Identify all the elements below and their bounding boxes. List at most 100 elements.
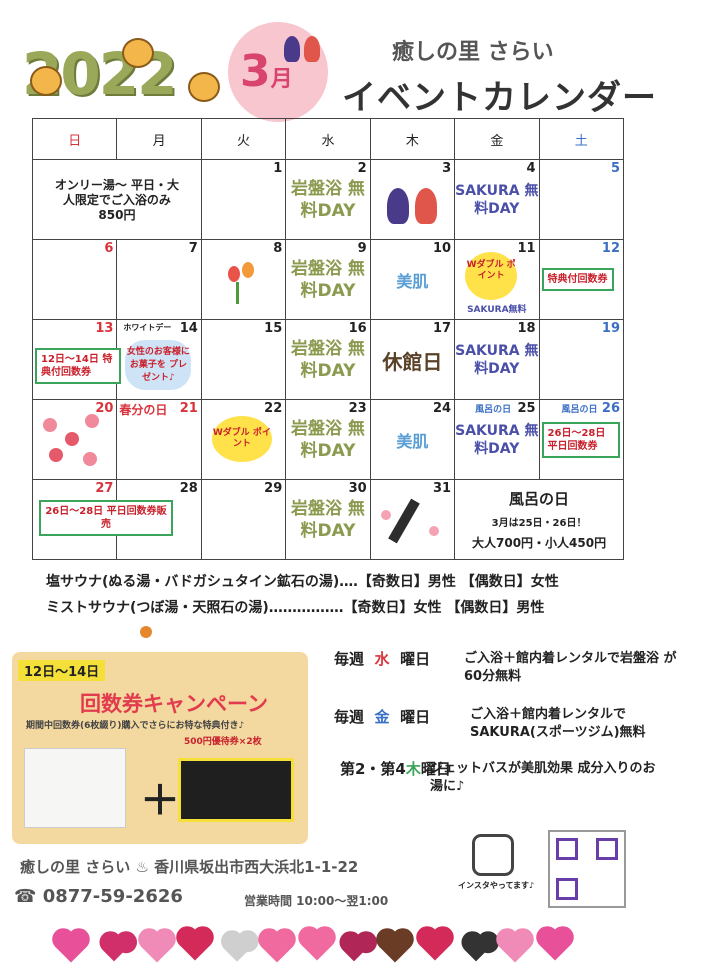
hina-doll-icon xyxy=(304,36,320,62)
day-cell: 15 xyxy=(200,319,287,400)
ganban-free-day: 岩盤浴 無料DAY xyxy=(291,259,365,301)
day-number: 8 xyxy=(273,241,283,256)
sakura-free-day: SAKURA 無料DAY xyxy=(455,343,539,377)
day-number: 27 xyxy=(95,481,114,496)
ganban-free-day: 岩盤浴 無料DAY xyxy=(291,179,365,221)
day-cell: 6 xyxy=(31,239,118,320)
weekday-tue: 火 xyxy=(200,118,287,160)
ticket-image xyxy=(24,748,126,828)
day-number: 28 xyxy=(179,481,198,496)
day-number: 10 xyxy=(433,241,452,256)
salt-sauna-line: 塩サウナ(ぬる湯・バドガシュタイン鉱石の湯)‥‥【奇数日】男性 【偶数日】女性 xyxy=(46,574,559,590)
heart-icon xyxy=(379,931,411,963)
heart-icon xyxy=(342,938,366,962)
day-cell: 春分の日 21 xyxy=(116,399,202,480)
day-number: 12 xyxy=(601,241,620,256)
day-cell: 3 xyxy=(369,159,456,240)
day-cell: 17 休館日 xyxy=(369,319,456,400)
furo-day-title: 風呂の日 xyxy=(509,490,570,508)
day-cell: 22 Wダブル ポイント xyxy=(200,399,287,480)
ganban-free-day: 岩盤浴 無料DAY xyxy=(291,499,365,541)
day-number: 18 xyxy=(517,321,536,336)
plum-blossom-icon xyxy=(83,452,97,466)
tulip-stem xyxy=(235,282,239,304)
qr-finder xyxy=(556,878,578,900)
day-cell: 19 xyxy=(538,319,625,400)
qr-finder xyxy=(596,838,618,860)
weekday-ticket-sale-arrow: 26日～28日 平日回数券販売 xyxy=(39,500,173,536)
facility-address-line: 癒しの里 さらい ♨ 香川県坂出市西大浜北1-1-22 xyxy=(20,856,358,877)
day-cell: 4 SAKURA 無料DAY xyxy=(454,159,540,240)
phone-icon: ☎ xyxy=(14,886,37,907)
mist-sauna-line: ミストサウナ(つぼ湯・天照石の湯)‥‥‥‥‥‥‥‥【奇数日】女性 【偶数日】男性 xyxy=(46,600,545,616)
day-number: 15 xyxy=(264,321,283,336)
weekly-wed-text: ご入浴＋館内着レンタルで岩盤浴 が60分無料 xyxy=(464,651,677,684)
facility-name: 癒しの里 さらい xyxy=(392,40,554,65)
tokuten-ticket-arrow: 特典付回数券 xyxy=(541,268,614,291)
day-cell: 2 岩盤浴 無料DAY xyxy=(285,159,371,240)
plum-blossom-icon xyxy=(65,432,79,446)
day-number: 25 xyxy=(517,401,536,416)
day-number: 24 xyxy=(433,401,452,416)
address: 香川県坂出市西大浜北1-1-22 xyxy=(154,858,359,876)
instagram-icon[interactable] xyxy=(472,834,514,876)
plum-blossom-icon xyxy=(85,414,99,428)
campaign-title: 回数券キャンペーン xyxy=(80,692,268,716)
day-cell: 10 美肌 xyxy=(369,239,456,320)
weekday-fri: 金 xyxy=(454,118,540,160)
footer-facility-name: 癒しの里 さらい xyxy=(20,858,131,876)
sakura-free-label: SAKURA無料 xyxy=(467,305,527,315)
weekday-mon: 月 xyxy=(116,118,202,160)
qr-code[interactable] xyxy=(548,830,626,908)
furo-day-price: 大人700円・小人450円 xyxy=(472,536,607,550)
tiger-icon xyxy=(122,38,154,68)
calendar-week: 6 7 8 9 岩盤浴 無料DAY 10 美肌 11 Wダブル ポイント SAK… xyxy=(31,239,625,320)
day-number: 29 xyxy=(264,481,283,496)
tiger-icon xyxy=(30,66,62,96)
day-cell: 風呂の日 25 SAKURA 無料DAY xyxy=(454,399,540,480)
only-yu-cell: オンリー湯～ 平日・大人限定でご入浴のみ850円 xyxy=(32,159,202,240)
day-number: 9 xyxy=(357,241,367,256)
hina-doll-icon xyxy=(284,36,300,62)
heart-icon xyxy=(55,931,87,963)
business-hours: 営業時間 10:00～翌1:00 xyxy=(244,894,389,908)
day-number: 30 xyxy=(348,481,367,496)
diploma-scroll-icon xyxy=(387,498,420,544)
day-number: 11 xyxy=(517,241,536,256)
day-number: 5 xyxy=(610,161,620,176)
day-number: 6 xyxy=(104,241,114,256)
weekly-thu-text: ジェットバスが美肌効果 成分入りのお湯に♪ xyxy=(430,761,656,794)
hina-doll-icon xyxy=(414,188,437,224)
shunbun-label: 春分の日 xyxy=(119,403,168,417)
heart-icon xyxy=(261,931,293,963)
day-cell: 8 xyxy=(200,239,287,320)
hina-doll-icon xyxy=(386,188,409,224)
day-number: 13 xyxy=(95,321,114,336)
tulip-icon xyxy=(227,266,240,282)
plus-sign: ＋ xyxy=(140,778,180,824)
double-point-badge: Wダブル ポイント xyxy=(211,416,272,462)
calendar-week: オンリー湯～ 平日・大人限定でご入浴のみ850円 1 2 岩盤浴 無料DAY 3… xyxy=(32,159,625,240)
day-number: 26 xyxy=(601,401,620,416)
heart-icon xyxy=(179,929,211,961)
pin-icon xyxy=(140,626,152,638)
day-cell: 11 Wダブル ポイント SAKURA無料 xyxy=(454,239,540,320)
campaign-dates: 12日～14日 xyxy=(18,660,106,681)
day-number: 20 xyxy=(95,401,114,416)
campaign-bonus: 500円優待券×2枚 xyxy=(184,737,262,747)
weekday-sat: 土 xyxy=(538,118,625,160)
day-number: 3 xyxy=(442,161,452,176)
weekday-wed: 水 xyxy=(285,118,371,160)
heart-icon xyxy=(539,929,571,961)
page-title: イベントカレンダー xyxy=(342,78,657,118)
heart-icon xyxy=(301,929,333,961)
heart-icon xyxy=(464,938,488,962)
day-number: 22 xyxy=(264,401,283,416)
calendar-week: 13 12日～14日 特典付回数券 14 ホワイトデー 女性のお客様に お菓子を… xyxy=(31,319,625,400)
day-cell: 16 岩盤浴 無料DAY xyxy=(285,319,371,400)
day-cell: 24 美肌 xyxy=(369,399,456,480)
heart-icon xyxy=(102,938,126,962)
heart-icon xyxy=(499,931,531,963)
ganban-free-day: 岩盤浴 無料DAY xyxy=(291,339,365,381)
weekday-sun: 日 xyxy=(31,118,118,160)
